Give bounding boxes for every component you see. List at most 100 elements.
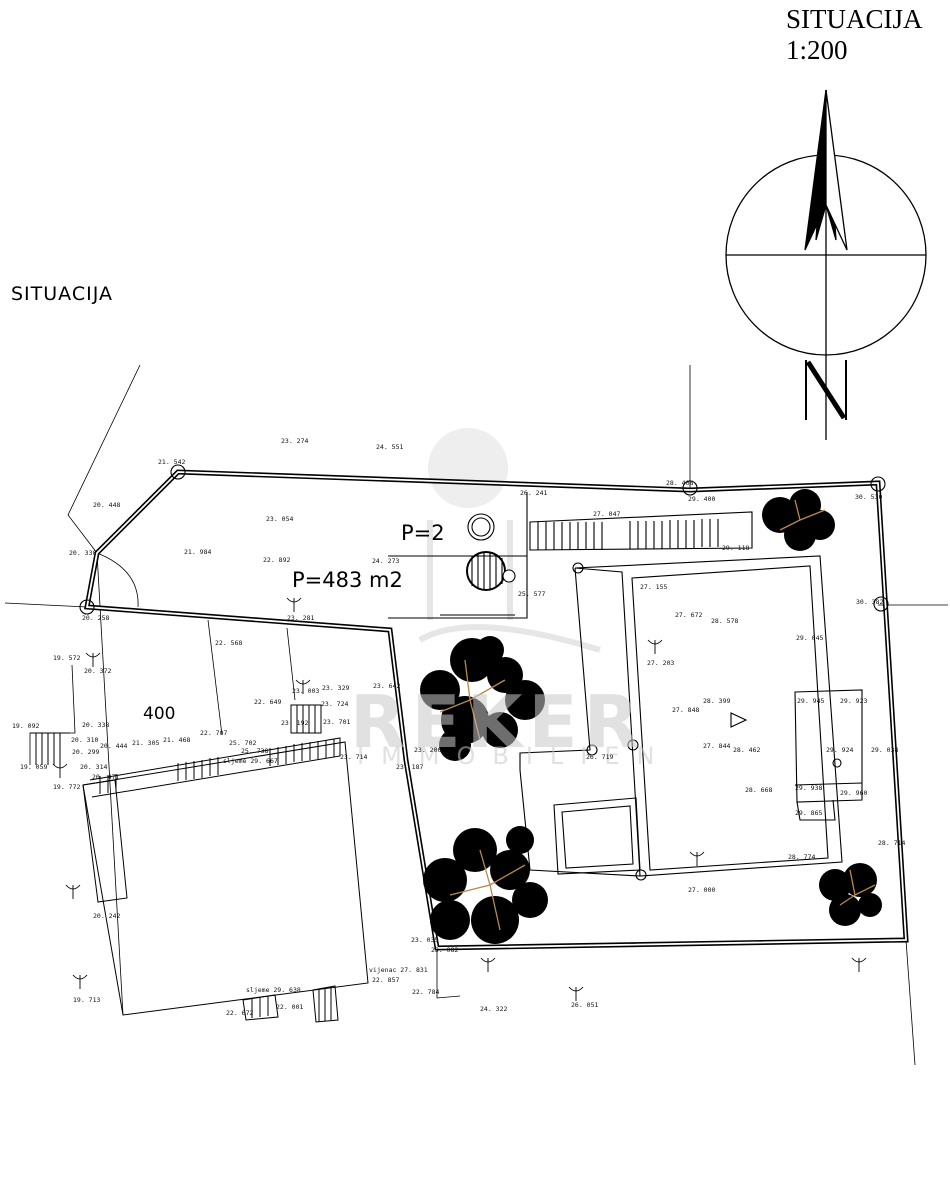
elevation-label: 19. 772 bbox=[53, 783, 81, 791]
north-arrow bbox=[725, 89, 927, 440]
elevation-label: 20. 448 bbox=[93, 501, 121, 509]
elevation-label: 23. 054 bbox=[266, 515, 294, 523]
context-lines bbox=[4, 364, 948, 1066]
elevation-label: 23. 701 bbox=[323, 718, 351, 726]
elevation-label: 27. 672 bbox=[675, 611, 703, 619]
elevation-label: 19. 572 bbox=[53, 654, 81, 662]
elevation-label: 29. 938 bbox=[795, 784, 823, 792]
elevation-label: 28. 408 bbox=[666, 479, 694, 487]
elevation-label: 23. 187 bbox=[396, 763, 424, 771]
elevation-label: 29. 038 bbox=[871, 746, 899, 754]
elevation-label: 27. 047 bbox=[593, 510, 621, 518]
elevation-label: 29. 924 bbox=[826, 746, 854, 754]
elevation-label: 22. 649 bbox=[254, 698, 282, 706]
elevation-label: 23. 329 bbox=[322, 684, 350, 692]
elevation-label: 23. 003 bbox=[292, 687, 320, 695]
plot-area-label: P=483 m2 bbox=[292, 568, 403, 592]
elevation-label: 21. 542 bbox=[158, 458, 186, 466]
elevation-label: 20. 258 bbox=[82, 614, 110, 622]
elevation-label: 22. 672 bbox=[226, 1009, 254, 1017]
tree-canopy-1 bbox=[420, 636, 545, 761]
elevation-label: 29. 960 bbox=[840, 789, 868, 797]
elevation-label: 20. 338 bbox=[82, 721, 110, 729]
tree-canopy-3 bbox=[762, 489, 835, 551]
elevation-label: 23. 192 bbox=[281, 719, 309, 727]
elevation-label: 28. 668 bbox=[745, 786, 773, 794]
elevation-label: 27. 848 bbox=[672, 706, 700, 714]
elevation-label: 27. 844 bbox=[703, 742, 731, 750]
elevation-label: 20. 299 bbox=[72, 748, 100, 756]
elevation-label: vijenac 27. 831 bbox=[369, 966, 428, 974]
elevation-label: 21. 984 bbox=[184, 548, 212, 556]
watermark-subtitle: IMMOBILIEN bbox=[357, 742, 672, 770]
elevation-label: 29. 923 bbox=[840, 697, 868, 705]
elevation-label: 23. 082 bbox=[431, 946, 459, 954]
elevation-label: 29. 045 bbox=[796, 634, 824, 642]
elevation-label: 20. 310 bbox=[71, 736, 99, 744]
elevation-label: 21. 468 bbox=[163, 736, 191, 744]
elevation-label: 27. 203 bbox=[647, 659, 675, 667]
elevation-label: 29. 118 bbox=[722, 544, 750, 552]
elevation-label: 25. 577 bbox=[518, 590, 546, 598]
elevation-label: 23. 200 bbox=[414, 746, 442, 754]
elevation-label: 23. 274 bbox=[281, 437, 309, 445]
drawing-title: SITUACIJA bbox=[786, 4, 923, 34]
elevation-label: 24. 551 bbox=[376, 443, 404, 451]
tree-branches bbox=[439, 499, 876, 931]
elevation-label: 30. 382 bbox=[856, 598, 884, 606]
elevation-label: 28. 462 bbox=[733, 746, 761, 754]
elevation-label: sljeme 29. 667 bbox=[223, 757, 278, 765]
elevation-label: 30. 530 bbox=[855, 493, 883, 501]
elevation-label: 20. 242 bbox=[93, 912, 121, 920]
elevation-label: 22. 892 bbox=[263, 556, 291, 564]
elevation-label: 20. 471 bbox=[92, 773, 120, 781]
neighbor-lot-number: 400 bbox=[143, 704, 176, 724]
elevation-label: 28. 399 bbox=[703, 697, 731, 705]
elevation-label: 22. 568 bbox=[215, 639, 243, 647]
elevation-label: 26. 719 bbox=[586, 753, 614, 761]
elevation-label: 28. 774 bbox=[788, 853, 816, 861]
elevation-label: 20. 330 bbox=[69, 549, 97, 557]
elevation-label: 27. 155 bbox=[640, 583, 668, 591]
elevation-label: 23. 642 bbox=[373, 682, 401, 690]
elevation-label: 22. 857 bbox=[372, 976, 400, 984]
elevation-label: 29. 400 bbox=[688, 495, 716, 503]
elevation-label: 23. 035 bbox=[411, 936, 439, 944]
tree-symbols bbox=[52, 597, 867, 1001]
elevation-label: 29. 865 bbox=[795, 809, 823, 817]
elevation-label: 19. 713 bbox=[73, 996, 101, 1004]
house-structures bbox=[79, 464, 889, 881]
north-letter-n bbox=[805, 360, 847, 420]
elevation-label: 23. 714 bbox=[340, 753, 368, 761]
elevation-label: 21. 305 bbox=[132, 739, 160, 747]
drawing-scale: 1:200 bbox=[786, 35, 848, 65]
elevation-label: 19. 092 bbox=[12, 722, 40, 730]
drawing-subtitle: SITUACIJA bbox=[11, 283, 113, 305]
elevation-label: 22. 001 bbox=[276, 1003, 304, 1011]
elevation-label: 23. 281 bbox=[287, 614, 315, 622]
tree-canopy-2 bbox=[423, 826, 548, 944]
elevation-label: sljeme 29. 638 bbox=[246, 986, 301, 994]
plot-boundary bbox=[84, 469, 909, 951]
elevation-label: 20. 314 bbox=[80, 763, 108, 771]
watermark-brand: REKER bbox=[350, 680, 646, 764]
elevation-label: 26. 241 bbox=[520, 489, 548, 497]
elevation-label: 24. 273 bbox=[372, 557, 400, 565]
elevation-label: 29. 945 bbox=[797, 697, 825, 705]
elevation-label: 24. 322 bbox=[480, 1005, 508, 1013]
watermark-logo bbox=[418, 428, 601, 653]
elevation-label: 25. 702 bbox=[229, 739, 257, 747]
elevation-label: 23. 724 bbox=[321, 700, 349, 708]
elevation-label: 28. 714 bbox=[878, 839, 906, 847]
elevation-label: 27. 000 bbox=[688, 886, 716, 894]
elevation-label: 20. 372 bbox=[84, 667, 112, 675]
neighbor-building bbox=[30, 704, 369, 1023]
parking-label: P=2 bbox=[401, 521, 445, 545]
elevation-label: 22. 784 bbox=[412, 988, 440, 996]
elevation-label: 26. 051 bbox=[571, 1001, 599, 1009]
elevation-label: 22. 707 bbox=[200, 729, 228, 737]
elevation-label: 28. 578 bbox=[711, 617, 739, 625]
elevation-label: 19. 059 bbox=[20, 763, 48, 771]
elevation-label: 20. 444 bbox=[100, 742, 128, 750]
